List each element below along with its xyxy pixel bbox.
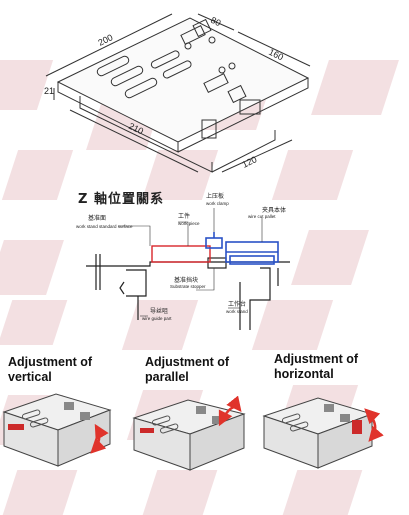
dim-80: 80 (209, 15, 222, 28)
section-title: Z 軸位置關系 (78, 192, 164, 207)
adjustment-horizontal-illustration (262, 397, 384, 469)
label-work-piece-en: work piece (178, 221, 200, 226)
label-work-stand-cn: 工作台 (228, 300, 246, 308)
adjustment-vertical-illustration (2, 393, 112, 467)
label-pallet-cn: 夹具本体 (262, 206, 286, 214)
label-upper-clamp-cn: 上压板 (206, 192, 224, 200)
adjustment-parallel-illustration (132, 395, 246, 471)
label-stopper-cn: 基准挡块 (174, 276, 198, 284)
adjustment-parallel-label: Adjustment of parallel (145, 355, 229, 385)
z-axis-schematic (86, 254, 290, 330)
label-work-piece-cn: 工件 (178, 212, 190, 220)
adjustment-vertical-label: Adjustment of vertical (8, 355, 92, 385)
dim-21: 21 (44, 86, 54, 96)
dim-200: 200 (96, 32, 114, 48)
adjustment-vertical-line1: Adjustment of (8, 355, 93, 369)
schematic-text: 基准面 work stand standard surface 工件 work … (76, 192, 286, 321)
adjustment-horizontal-line2: horizontal (274, 367, 334, 381)
label-work-stand-surface-en: work stand standard surface (76, 224, 133, 229)
adjustment-parallel-line2: parallel (145, 370, 189, 384)
label-guide-cn: 导丝咀 (150, 307, 168, 315)
adjustment-horizontal-line1: Adjustment of (274, 352, 359, 366)
wire-cut-pallet (205, 232, 279, 265)
leader-lines (118, 208, 263, 317)
label-guide-en: wire guide part (142, 316, 172, 321)
label-work-stand-surface-cn: 基准面 (88, 214, 106, 222)
adjustment-parallel-line1: Adjustment of (145, 355, 230, 369)
label-stopper-en: Substrate stopper (170, 284, 206, 289)
work-piece (151, 245, 211, 263)
isometric-fixture-drawing (45, 13, 311, 173)
label-work-stand-en: work stand (226, 309, 248, 314)
label-pallet-en: wire cut pallet (248, 214, 276, 219)
adjustment-vertical-line2: vertical (8, 370, 52, 384)
adjustment-horizontal-label: Adjustment of horizontal (274, 352, 358, 382)
label-upper-clamp-en: work clamp (206, 201, 229, 206)
